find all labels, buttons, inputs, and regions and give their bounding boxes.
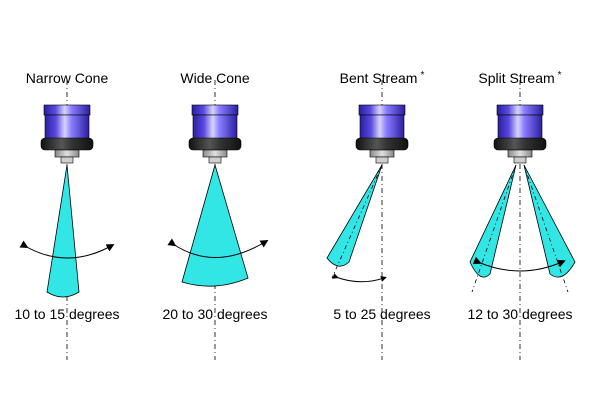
nozzle-body bbox=[359, 114, 405, 140]
spray-cone-left bbox=[469, 164, 517, 278]
panel-title-text: Split Stream bbox=[478, 70, 555, 86]
panel-narrow-cone bbox=[19, 80, 115, 360]
nozzle bbox=[40, 104, 94, 164]
nozzle-body bbox=[192, 114, 238, 140]
left-axis bbox=[471, 164, 517, 293]
nozzle-orifice bbox=[513, 156, 527, 164]
asterisk-note: * bbox=[557, 70, 562, 81]
nozzle-body bbox=[497, 114, 543, 140]
spray-cone bbox=[46, 164, 80, 298]
panel-title: Wide Cone bbox=[180, 70, 249, 86]
asterisk-note: * bbox=[420, 70, 425, 81]
nozzle bbox=[188, 104, 242, 164]
bent-axis bbox=[331, 164, 383, 279]
degree-range-label: 5 to 25 degrees bbox=[333, 306, 431, 322]
nozzle-cap bbox=[40, 137, 94, 151]
nozzle-collar bbox=[358, 104, 406, 116]
nozzle-tip bbox=[202, 149, 228, 158]
nozzle-body bbox=[44, 114, 90, 140]
nozzle-collar bbox=[191, 104, 239, 116]
panel-title-text: Bent Stream bbox=[339, 70, 418, 86]
spray-cone bbox=[181, 163, 249, 287]
degree-range-label: 10 to 15 degrees bbox=[14, 306, 120, 322]
spray-cone-right bbox=[523, 164, 576, 278]
nozzle-orifice bbox=[60, 156, 74, 164]
panel-title: Split Stream* bbox=[478, 70, 561, 86]
degree-range-label: 20 to 30 degrees bbox=[162, 306, 268, 322]
panel-wide-cone bbox=[167, 80, 269, 360]
swing-arrow bbox=[19, 240, 115, 259]
nozzle-tip bbox=[507, 149, 533, 158]
nozzle-cap bbox=[355, 137, 409, 151]
nozzle-orifice bbox=[208, 156, 222, 164]
panel-bent-stream bbox=[326, 80, 409, 360]
panel-title: Narrow Cone bbox=[26, 70, 108, 86]
nozzle-cap bbox=[493, 137, 547, 151]
panel-split-stream bbox=[469, 80, 576, 360]
panel-title-text: Narrow Cone bbox=[25, 70, 109, 86]
spray-cone bbox=[326, 164, 383, 267]
nozzle-tip bbox=[54, 149, 80, 158]
nozzle-cap bbox=[188, 137, 242, 151]
swing-arrow bbox=[472, 256, 566, 272]
nozzle-collar bbox=[496, 104, 544, 116]
nozzle-collar bbox=[43, 104, 91, 116]
nozzle bbox=[355, 104, 409, 164]
panel-title: Bent Stream* bbox=[340, 70, 425, 86]
swing-arrow bbox=[167, 238, 269, 258]
panel-title-text: Wide Cone bbox=[180, 70, 250, 86]
nozzle-tip bbox=[369, 149, 395, 158]
swing-arrow bbox=[332, 273, 387, 283]
degree-range-label: 12 to 30 degrees bbox=[467, 306, 573, 322]
nozzle bbox=[493, 104, 547, 164]
right-axis bbox=[523, 164, 569, 293]
nozzle-orifice bbox=[375, 156, 389, 164]
